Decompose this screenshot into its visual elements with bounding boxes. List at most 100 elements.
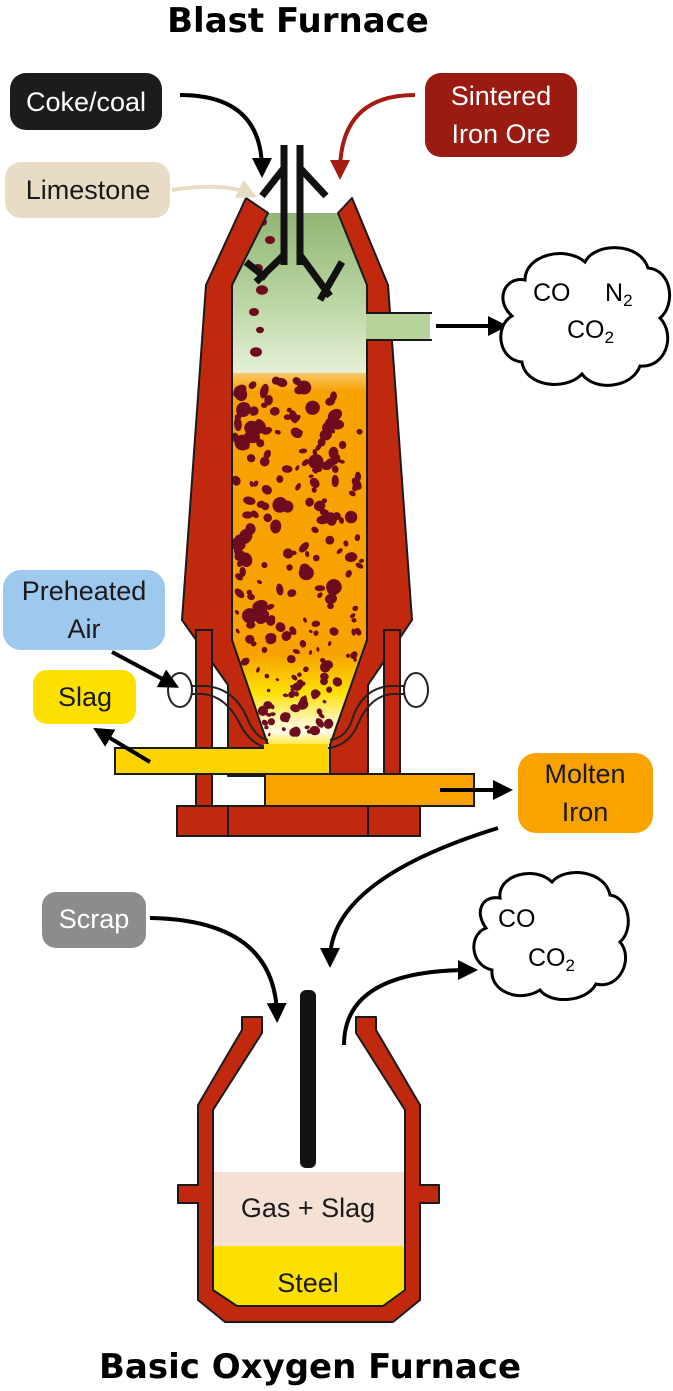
- ore-pellet: [290, 684, 296, 690]
- ore-pellet: [235, 439, 250, 450]
- ore-pellet: [268, 732, 271, 737]
- ore-pellet: [245, 523, 256, 535]
- n2-formula: N2: [605, 279, 633, 310]
- ore-pellet: [325, 535, 335, 545]
- ore-pellet: [287, 589, 297, 597]
- ore-pellet: [354, 627, 362, 636]
- ore-pellet: [274, 429, 281, 435]
- ore-pellet: [249, 308, 259, 316]
- ore-pellet: [316, 708, 323, 715]
- ore-pellet: [261, 719, 269, 726]
- ore-pellet: [332, 677, 343, 687]
- ore-pellet: [259, 383, 269, 399]
- ore-pellet: [256, 579, 263, 585]
- ore-pellet: [315, 718, 325, 728]
- ore-pellet: [290, 704, 301, 713]
- ore-pellet: [308, 650, 313, 655]
- ore-pellet: [239, 566, 246, 577]
- ore-pellet: [345, 570, 352, 578]
- molten-iron-box: Molten Iron: [518, 753, 653, 833]
- ore-pellet: [305, 551, 310, 558]
- ore-pellet: [326, 686, 333, 693]
- ore-pellet: [305, 400, 320, 415]
- ore-pellet: [301, 459, 310, 467]
- ore-pellet: [267, 718, 275, 726]
- ore-pellet: [263, 449, 271, 459]
- co-top: CO: [533, 279, 571, 307]
- ore-pellet: [269, 406, 280, 416]
- ore-pellet: [350, 613, 356, 619]
- ore-pellet: [358, 558, 365, 563]
- ore-pellet: [309, 725, 321, 736]
- ore-pellet: [319, 508, 330, 517]
- ore-pellet: [233, 417, 242, 432]
- ore-pellet: [295, 465, 300, 471]
- ore-pellet: [246, 430, 260, 444]
- ore-pellet: [313, 500, 326, 512]
- ore-pellet: [319, 661, 331, 673]
- ore-pellet: [311, 468, 318, 474]
- coke-coal-box: Coke/coal: [10, 73, 162, 130]
- ore-pellet: [327, 602, 334, 610]
- gas-offtake-pipe: [366, 313, 430, 340]
- steel-layer: [213, 1246, 405, 1307]
- sintered-ore-box: Sintered Iron Ore: [425, 73, 577, 157]
- ore-pellet: [261, 484, 272, 495]
- ore-pellet: [298, 448, 308, 454]
- ore-pellet: [261, 562, 268, 569]
- ore-pellet: [282, 548, 294, 559]
- ore-pellet: [329, 391, 337, 402]
- ore-pellet: [356, 428, 363, 435]
- ore-pellet: [266, 688, 271, 693]
- slag-arrow: [93, 727, 152, 764]
- co2-bottom-sub: 2: [566, 956, 575, 975]
- ore-pellet: [235, 628, 240, 634]
- ore-pellet: [354, 471, 362, 482]
- ore-pellet: [332, 512, 341, 521]
- iron-label: Iron: [562, 797, 609, 827]
- ore-pellet: [298, 565, 314, 581]
- sintered-label: Sintered: [451, 81, 552, 111]
- air-arrow: [111, 650, 180, 688]
- ore-pellet: [269, 712, 276, 717]
- ore-pellet: [294, 386, 304, 395]
- scrap-arrow: [149, 916, 287, 1023]
- steel-label: Steel: [277, 1268, 339, 1298]
- n2-sub: 2: [623, 291, 632, 310]
- scrap-label: Scrap: [59, 904, 130, 934]
- ore-pellet: [348, 490, 356, 497]
- ore-pellet: [321, 498, 327, 504]
- ore-pellet: [322, 460, 334, 471]
- co-bottom: CO: [498, 905, 536, 933]
- ore-pellet: [350, 651, 358, 659]
- ore-pellet: [265, 236, 275, 244]
- ore-pellet: [281, 500, 294, 513]
- ore-pellet: [291, 674, 298, 681]
- ore-pellet: [240, 657, 250, 666]
- ore-pellet: [264, 673, 270, 679]
- ore-pellet: [246, 589, 253, 596]
- ore-pellet: [329, 627, 339, 636]
- ore-pellet: [338, 516, 344, 524]
- ore-pellet: [243, 496, 256, 505]
- tuyere-right: [329, 672, 429, 749]
- ore-pellet: [282, 693, 289, 698]
- blast-furnace: [114, 145, 475, 837]
- ore-pellet: [299, 542, 309, 553]
- ore-pellet: [242, 511, 253, 519]
- ore-pellet: [338, 459, 345, 464]
- oxygen-lance: [300, 990, 316, 1168]
- ore-pellet: [309, 477, 320, 488]
- ore-pellet: [266, 616, 276, 626]
- ore-arrow: [330, 93, 416, 180]
- air-label: Air: [68, 614, 101, 644]
- scrap-box: Scrap: [42, 892, 146, 948]
- ore-pellet: [248, 381, 257, 390]
- ore-pellet: [351, 617, 357, 623]
- gas-slag-label: Gas + Slag: [241, 1193, 375, 1223]
- ore-pellet: [281, 631, 292, 641]
- ore-pellet: [250, 410, 256, 416]
- ore-pellet: [292, 649, 300, 654]
- ore-pellet: [311, 620, 321, 628]
- ore-pellet: [336, 548, 343, 554]
